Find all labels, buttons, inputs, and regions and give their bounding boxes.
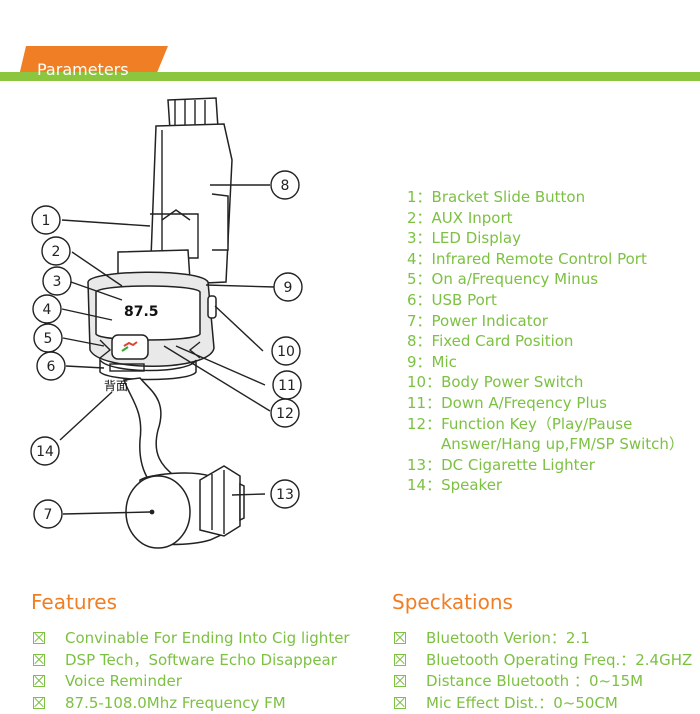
list-item: Distance Bluetooth ：0~15M: [394, 671, 692, 693]
legend-item-continuation: Answer/Hang up,FM/SP Switch）: [407, 434, 684, 455]
callout-3: 3: [43, 267, 71, 295]
list-item: Bluetooth Operating Freq.：2.4GHZ: [394, 650, 692, 672]
list-item: Bluetooth Verion：2.1: [394, 628, 692, 650]
callout-10: 10: [272, 337, 300, 365]
svg-text:7: 7: [44, 507, 53, 523]
callout-2: 2: [42, 237, 70, 265]
legend-item: 4：Infrared Remote Control Port: [407, 249, 684, 270]
specs-list: Bluetooth Verion：2.1 Bluetooth Operating…: [394, 628, 692, 714]
checkbox-x-icon: [394, 654, 406, 666]
callout-14: 14: [31, 437, 59, 465]
svg-text:10: 10: [277, 344, 295, 360]
legend-item: 10：Body Power Switch: [407, 372, 684, 393]
list-item: Convinable For Ending Into Cig lighter: [33, 628, 350, 650]
list-item: Mic Effect Dist.：0~50CM: [394, 693, 692, 714]
features-list: Convinable For Ending Into Cig lighter D…: [33, 628, 350, 714]
display-reading: 87.5: [124, 304, 159, 320]
checkbox-x-icon: [33, 632, 45, 644]
checkbox-x-icon: [394, 675, 406, 687]
svg-text:5: 5: [44, 331, 53, 347]
callout-5: 5: [34, 324, 62, 352]
back-label: 背面: [104, 379, 128, 393]
svg-text:4: 4: [43, 302, 52, 318]
legend-item: 3：LED Display: [407, 228, 684, 249]
legend-item: 14：Speaker: [407, 475, 684, 496]
callout-7: 7: [34, 500, 62, 528]
svg-text:8: 8: [281, 178, 290, 194]
checkbox-x-icon: [33, 675, 45, 687]
svg-text:12: 12: [276, 406, 294, 422]
svg-text:1: 1: [42, 213, 51, 229]
callout-1: 1: [32, 206, 60, 234]
callout-11: 11: [273, 371, 301, 399]
checkbox-x-icon: [394, 632, 406, 644]
callout-13: 13: [271, 480, 299, 508]
legend-item: 2：AUX Inport: [407, 208, 684, 229]
list-item: 87.5-108.0Mhz Frequency FM: [33, 693, 350, 714]
svg-text:2: 2: [52, 244, 61, 260]
checkbox-x-icon: [33, 654, 45, 666]
callout-12: 12: [271, 399, 299, 427]
svg-text:3: 3: [53, 274, 62, 290]
callout-6: 6: [37, 352, 65, 380]
list-item: Voice Reminder: [33, 671, 350, 693]
legend-item: 8：Fixed Card Position: [407, 331, 684, 352]
specs-title: Speckations: [392, 590, 513, 614]
list-item: DSP Tech，Software Echo Disappear: [33, 650, 350, 672]
legend-item: 5：On a/Frequency Minus: [407, 269, 684, 290]
svg-text:11: 11: [278, 378, 296, 394]
callout-8: 8: [271, 171, 299, 199]
callout-4: 4: [33, 295, 61, 323]
parts-legend: 1：Bracket Slide Button 2：AUX Inport 3：LE…: [407, 187, 684, 496]
legend-item: 11：Down A/Freqency Plus: [407, 393, 684, 414]
legend-item: 7：Power Indicator: [407, 311, 684, 332]
svg-text:13: 13: [276, 487, 294, 503]
features-title: Features: [31, 590, 117, 614]
legend-item: 6：USB Port: [407, 290, 684, 311]
legend-item: 12：Function Key（Play/Pause: [407, 414, 684, 435]
cigarette-plug: [126, 466, 244, 548]
svg-text:6: 6: [47, 359, 56, 375]
legend-item: 9：Mic: [407, 352, 684, 373]
checkbox-x-icon: [394, 697, 406, 709]
callout-9: 9: [274, 273, 302, 301]
legend-item: 1：Bracket Slide Button: [407, 187, 684, 208]
svg-text:14: 14: [36, 444, 54, 460]
checkbox-x-icon: [33, 697, 45, 709]
svg-text:9: 9: [284, 280, 293, 296]
legend-item: 13：DC Cigarette Lighter: [407, 455, 684, 476]
